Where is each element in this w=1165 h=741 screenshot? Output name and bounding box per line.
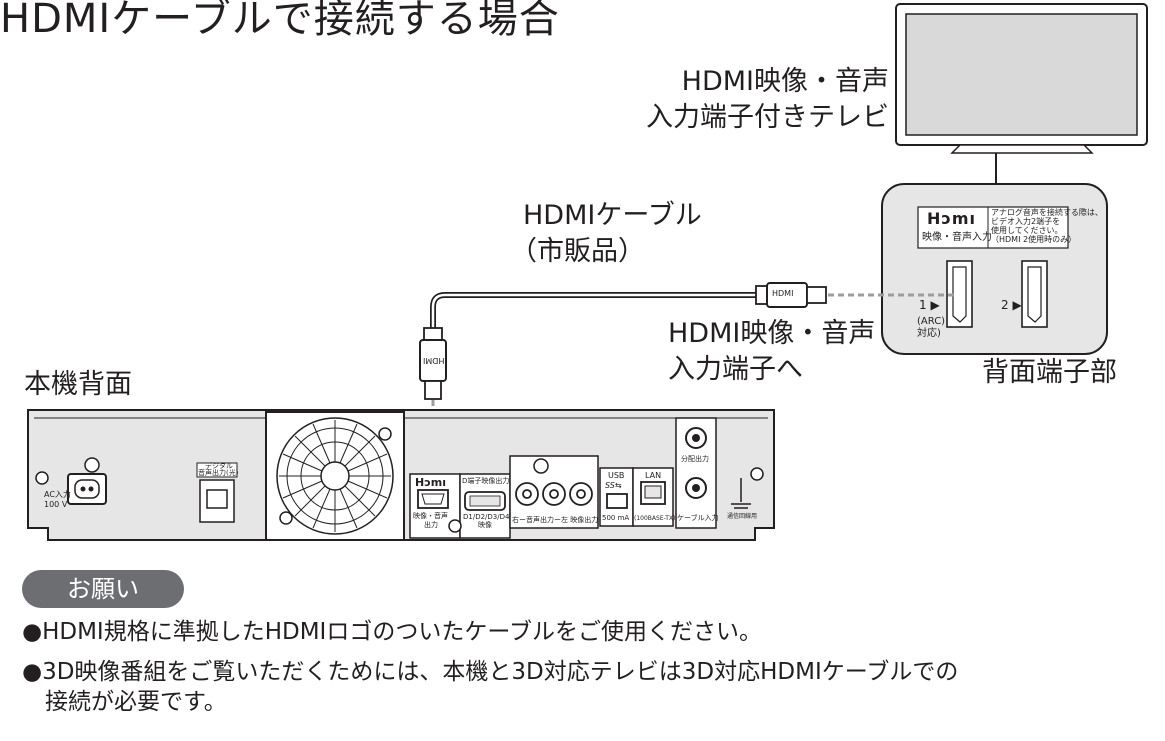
note-item: ●3D映像番組をご覧いただくためには、本機と3D対応テレビは3D対応HDMIケー… (22, 659, 959, 685)
tv-panel-notice-line: （HDMI 2使用時のみ） (991, 235, 1077, 244)
tv-panel-arc-label1: (ARC) (917, 316, 946, 327)
unit-lan-label: LAN (645, 471, 662, 480)
tv-panel-port1-label: 1 ▶ (919, 298, 940, 312)
tv-panel-port2-label: 2 ▶ (1001, 298, 1022, 312)
hdmi-cable (419, 282, 955, 478)
note-item: 接続が必要です。 (22, 689, 227, 715)
tv-panel-notice-line: アナログ音声を接続する際は、 (991, 208, 1103, 217)
tv-panel-notice: アナログ音声を接続する際は、 ビデオ入力2端子を 使用してください。 （HDMI… (991, 208, 1103, 244)
note-item: ●HDMI規格に準拠したHDMIロゴのついたケーブルをご使用ください。 (22, 619, 762, 645)
unit-back-label: 本機背面 (24, 369, 132, 400)
unit-usb-ss: SS⇆ (605, 481, 622, 490)
tv-input-label-line1: HDMI映像・音声 (668, 318, 876, 349)
cable-label-line2: （市販品） (510, 236, 645, 267)
unit-digital-audio-label1: デジタル (205, 462, 233, 470)
tv-panel-notice-line: ビデオ入力2端子を (991, 217, 1061, 226)
cable-label-line1: HDMIケーブル (523, 200, 702, 231)
unit-lan-sub: (100BASE-TX) (634, 515, 676, 522)
cable-plug-right-text: HDMI (772, 289, 794, 298)
unit-hdmi-out-label2: 出力 (424, 521, 438, 529)
unit-usb-power: 500 mA (602, 514, 630, 522)
tv-input-label-line2: 入力端子へ (668, 354, 803, 385)
unit-ground-label: 通信回線用 (727, 513, 758, 520)
unit-digital-audio-label2: 音声出力(光) (198, 469, 239, 477)
unit-d-terminal-sub1: D1/D2/D3/D4 (463, 513, 510, 521)
unit-ac-label1: AC入力 (44, 490, 71, 499)
tv-label-line2: 入力端子付きテレビ (646, 102, 889, 133)
tv-panel-hdmi-logo: Hɔmı (927, 209, 977, 228)
unit-hdmi-out-label1: 映像・音声 (413, 512, 448, 520)
tv-panel-arc-label2: 対応) (917, 328, 941, 339)
unit-ac-label2: 100 V (44, 500, 68, 509)
tv-illustration (895, 3, 1148, 184)
unit-split-out-label: 分配出力 (681, 455, 709, 463)
unit-d-terminal-label: D端子映像出力 (462, 477, 510, 485)
tv-panel-notice-line: 使用してください。 (991, 226, 1063, 235)
tv-panel-input-label: 映像・音声入力 (922, 232, 992, 243)
unit-cable-in-label: ケーブル入力 (677, 514, 719, 522)
cable-plug-left-text: HDMI (423, 356, 445, 365)
recorder-back-illustration (27, 409, 775, 541)
unit-usb-label: USB (608, 471, 625, 480)
unit-d-terminal-sub2: 映像 (478, 521, 492, 529)
tv-label-line1: HDMI映像・音声 (681, 66, 889, 97)
page-title: HDMIケーブルで接続する場合 (0, 0, 560, 42)
notes-badge: お願い (22, 570, 184, 608)
rear-terminal-label: 背面端子部 (982, 357, 1117, 388)
unit-hdmi-logo: Hɔmı (415, 476, 446, 489)
unit-audio-out-label: 右ー音声出力ー左 映像出力 (512, 516, 599, 524)
